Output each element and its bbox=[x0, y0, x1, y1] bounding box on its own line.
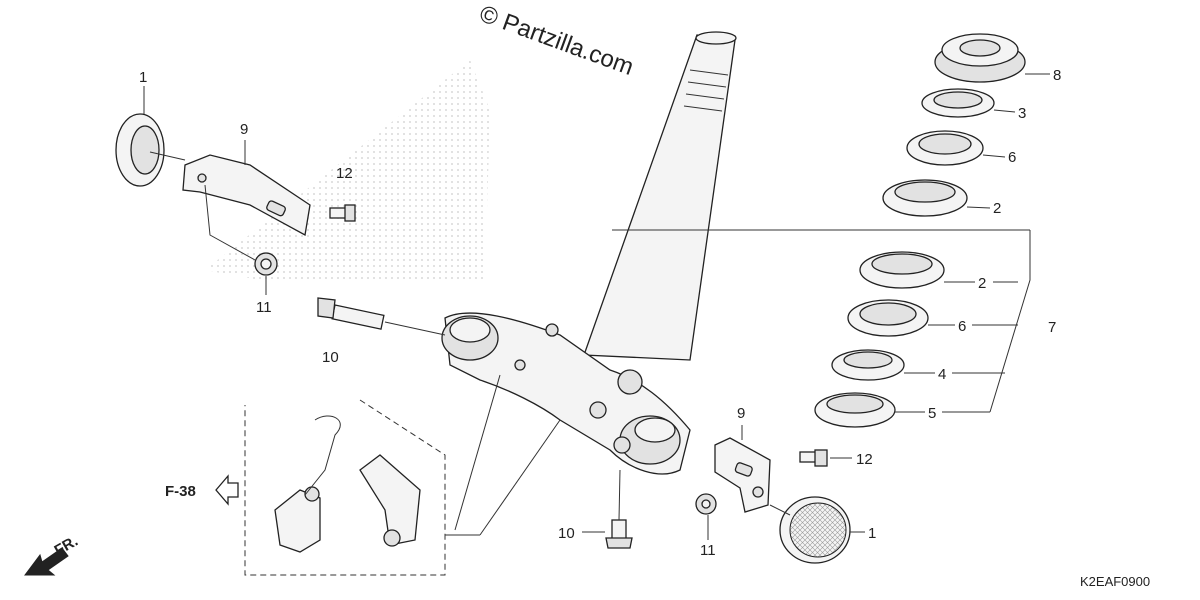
callout-7: 7 bbox=[1048, 319, 1056, 336]
steering-stem bbox=[583, 31, 1030, 361]
seal-5 bbox=[814, 392, 896, 428]
callout-2-upper: 2 bbox=[993, 200, 1001, 217]
callout-5: 5 bbox=[928, 405, 936, 422]
diagram-code: K2EAF0900 bbox=[1080, 574, 1150, 589]
figure-reference: F-38 bbox=[165, 483, 196, 500]
callout-2-lower: 2 bbox=[978, 275, 986, 292]
bracket-9-left bbox=[182, 154, 311, 261]
adjusting-nut-8 bbox=[934, 33, 1026, 83]
callout-3: 3 bbox=[1018, 105, 1026, 122]
callout-8: 8 bbox=[1053, 67, 1061, 84]
front-arrow-icon bbox=[24, 547, 69, 576]
cap-1-left bbox=[115, 113, 186, 187]
callout-10-upper: 10 bbox=[322, 349, 339, 366]
nut-11-left bbox=[254, 252, 278, 276]
callout-11-right: 11 bbox=[700, 542, 716, 559]
shadow-region bbox=[205, 60, 490, 280]
callout-11-left: 11 bbox=[256, 299, 272, 316]
inset-box bbox=[244, 399, 480, 576]
lower-triple-clamp bbox=[441, 312, 691, 536]
race-2-upper bbox=[882, 179, 968, 217]
nut-11-right bbox=[695, 493, 717, 515]
bolt-12-left bbox=[329, 204, 356, 222]
leader-lines bbox=[143, 73, 1050, 540]
callout-1-right: 1 bbox=[868, 525, 876, 542]
bolt-10-upper bbox=[317, 297, 446, 336]
race-2-lower bbox=[859, 251, 945, 289]
reference-arrow-icon bbox=[215, 474, 239, 506]
callout-4: 4 bbox=[938, 366, 946, 383]
bracket-9-right bbox=[714, 437, 771, 513]
ball-race-6-upper bbox=[906, 130, 984, 166]
bolt-12-right bbox=[799, 449, 828, 467]
dust-seal-3 bbox=[921, 88, 995, 118]
watermark: © Partzilla.com bbox=[476, 0, 637, 81]
seal-4 bbox=[831, 349, 905, 381]
cap-1-right bbox=[769, 496, 851, 564]
callout-10-lower: 10 bbox=[558, 525, 575, 542]
callout-9-right: 9 bbox=[737, 405, 745, 422]
ball-race-6-lower bbox=[847, 299, 929, 337]
callout-9-left: 9 bbox=[240, 121, 248, 138]
callout-12-right: 12 bbox=[856, 451, 873, 468]
callout-1-left: 1 bbox=[139, 69, 147, 86]
bolt-10-lower bbox=[605, 469, 633, 549]
callout-12-left: 12 bbox=[336, 165, 353, 182]
callout-6-upper: 6 bbox=[1008, 149, 1016, 166]
callout-6-lower: 6 bbox=[958, 318, 966, 335]
